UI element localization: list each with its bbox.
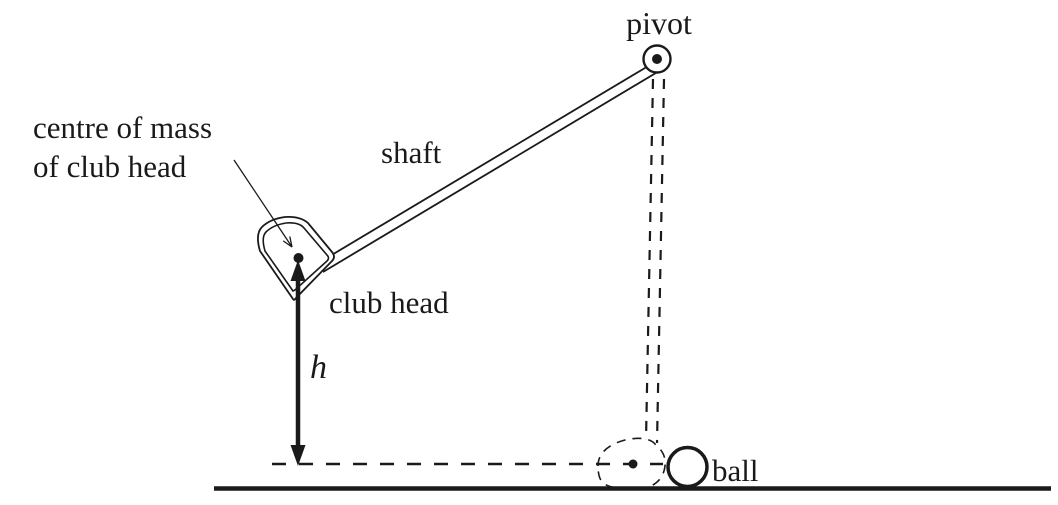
dashed-club-head-centre-dot: [628, 459, 638, 469]
club-head-lowest-position-dashed: [597, 437, 666, 490]
height-symbol-label: h: [310, 349, 327, 386]
centre-of-mass-leader: [233, 159, 293, 248]
shaft-lines: [319, 61, 661, 273]
dashed-shaft-left-line: [644, 78, 655, 441]
ball-label: ball: [712, 453, 759, 488]
club-head-inner-outline: [262, 222, 330, 293]
leader-arrow-barb-left: [282, 240, 293, 248]
pivot-label: pivot: [626, 5, 692, 41]
pivot-marker: [642, 44, 672, 74]
centre-of-mass-label-line1: centre of mass: [33, 110, 212, 145]
shaft-lowest-position-dashed: [644, 78, 666, 444]
height-arrowhead-down: [290, 445, 306, 466]
shaft-label: shaft: [381, 135, 442, 170]
height-arrowhead-up: [290, 260, 306, 281]
shaft-lower-line: [322, 69, 661, 273]
club-head-label: club head: [329, 285, 449, 320]
leader-line: [233, 159, 293, 248]
shaft-upper-line: [319, 61, 656, 263]
dashed-club-head-outline: [597, 437, 666, 490]
dashed-shaft-right-line: [655, 78, 666, 444]
ball-circle: [666, 445, 709, 489]
centre-of-mass-dot: [293, 253, 304, 263]
pivot-dot: [652, 54, 662, 64]
height-dimension-arrow: [290, 260, 306, 466]
centre-of-mass-label-line2: of club head: [33, 149, 187, 184]
leader-arrow-barb-right: [289, 236, 293, 248]
